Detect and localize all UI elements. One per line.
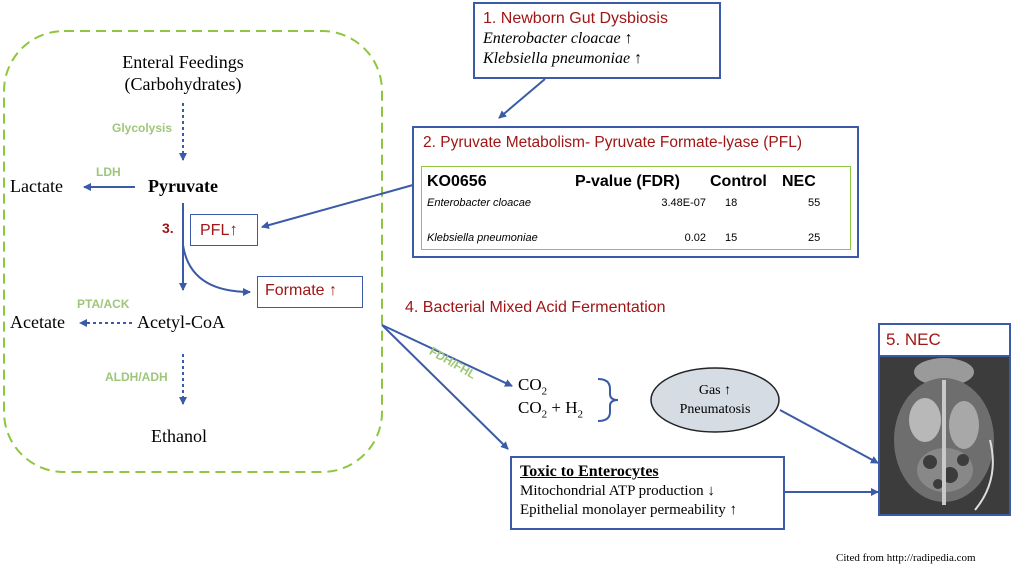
- co2-label: CO2: [518, 375, 547, 397]
- table-header-nec: NEC: [782, 173, 816, 190]
- gas-line2: Pneumatosis: [679, 402, 751, 417]
- table-row-1-nec: 55: [808, 197, 821, 209]
- ldh-label: LDH: [96, 165, 121, 179]
- pfl-up-arrow: ↑: [229, 220, 238, 239]
- nec-title: 5. NEC: [886, 330, 941, 349]
- table-header-ko: KO0656: [427, 173, 487, 190]
- co2-h2-label: CO2 + H2: [518, 398, 583, 420]
- table-row-2-control: 15: [725, 232, 738, 244]
- table-header-control: Control: [710, 173, 767, 190]
- lactate-label: Lactate: [10, 176, 63, 196]
- toxic-box: Toxic to Enterocytes Mitochondrial ATP p…: [510, 456, 785, 530]
- co2h2-text2: + H: [547, 398, 578, 417]
- table-row-2-organism: Klebsiella pneumoniae: [427, 232, 538, 244]
- ethanol-label: Ethanol: [151, 426, 207, 446]
- box1-title: 1. Newborn Gut Dysbiosis: [483, 10, 668, 27]
- box2-pyruvate-metabolism: 2. Pyruvate Metabolism- Pyruvate Formate…: [412, 126, 859, 258]
- enteral-line2: (Carbohydrates): [124, 74, 242, 94]
- pfl-label: PFL: [200, 222, 230, 239]
- toxic-line2: Epithelial monolayer permeability ↑: [520, 502, 738, 518]
- table-header-pvalue: P-value (FDR): [575, 173, 680, 190]
- co2h2-subscript2: 2: [577, 408, 584, 421]
- gas-line1: Gas ↑: [698, 383, 732, 398]
- step4-label: 4. Bacterial Mixed Acid Fermentation: [405, 299, 666, 316]
- glycolysis-label: Glycolysis: [112, 121, 173, 135]
- pyruvate-label: Pyruvate: [148, 176, 218, 196]
- box2-to-pfl-arrow: [261, 184, 414, 229]
- enteral-line1: Enteral Feedings: [122, 52, 244, 72]
- box2-title: 2. Pyruvate Metabolism- Pyruvate Formate…: [423, 134, 803, 151]
- toxic-line1: Mitochondrial ATP production ↓: [520, 483, 715, 499]
- co2h2-subscript1: 2: [541, 408, 548, 421]
- gas-ellipse: [650, 367, 780, 433]
- gas-to-nec-arrow: [779, 409, 879, 464]
- gas-bracket: [597, 378, 619, 422]
- formate-label: Formate ↑: [265, 282, 338, 299]
- citation: Cited from http://radipedia.com: [836, 552, 976, 564]
- enteral-feedings-label: Enteral Feedings (Carbohydrates): [100, 51, 266, 95]
- co2-text: CO: [518, 375, 542, 394]
- step3-label: 3.: [162, 220, 174, 236]
- co2h2-text1: CO: [518, 398, 542, 417]
- gas-label: Gas ↑ Pneumatosis: [651, 381, 779, 419]
- formate-box: Formate ↑: [257, 276, 363, 308]
- fermentation-to-gas-arrow: [381, 324, 513, 387]
- table-row-1-pvalue: 3.48E-07: [661, 197, 706, 209]
- acetate-label: Acetate: [10, 312, 65, 332]
- nec-box: 5. NEC: [878, 323, 1011, 516]
- table-row-1-organism: Enterobacter cloacae: [427, 197, 531, 209]
- fermentation-to-toxic-arrow: [381, 324, 509, 450]
- pathway-dashed-border: [3, 30, 383, 473]
- acetyl-coa-label: Acetyl-CoA: [137, 312, 225, 332]
- nec-title-separator: [878, 355, 1011, 357]
- pfl-box: PFL↑: [190, 214, 258, 246]
- co2-subscript: 2: [541, 385, 548, 398]
- table-row-2-pvalue: 0.02: [684, 232, 706, 244]
- table-row-2-nec: 25: [808, 232, 821, 244]
- aldh-adh-label: ALDH/ADH: [105, 370, 168, 384]
- box1-gut-dysbiosis: 1. Newborn Gut Dysbiosis Enterobacter cl…: [473, 2, 721, 79]
- box2-table: KO0656 P-value (FDR) Control NEC Enterob…: [421, 166, 851, 250]
- box1-to-box2-arrow: [498, 78, 546, 119]
- toxic-title: Toxic to Enterocytes: [520, 463, 659, 480]
- table-row-1-control: 18: [725, 197, 738, 209]
- box1-line1: Enterobacter cloacae ↑: [483, 30, 633, 47]
- box1-line2: Klebsiella pneumoniae ↑: [483, 50, 643, 67]
- formate-arrow: [182, 244, 251, 296]
- pta-ack-label: PTA/ACK: [77, 297, 130, 311]
- xray-image: [880, 357, 1009, 514]
